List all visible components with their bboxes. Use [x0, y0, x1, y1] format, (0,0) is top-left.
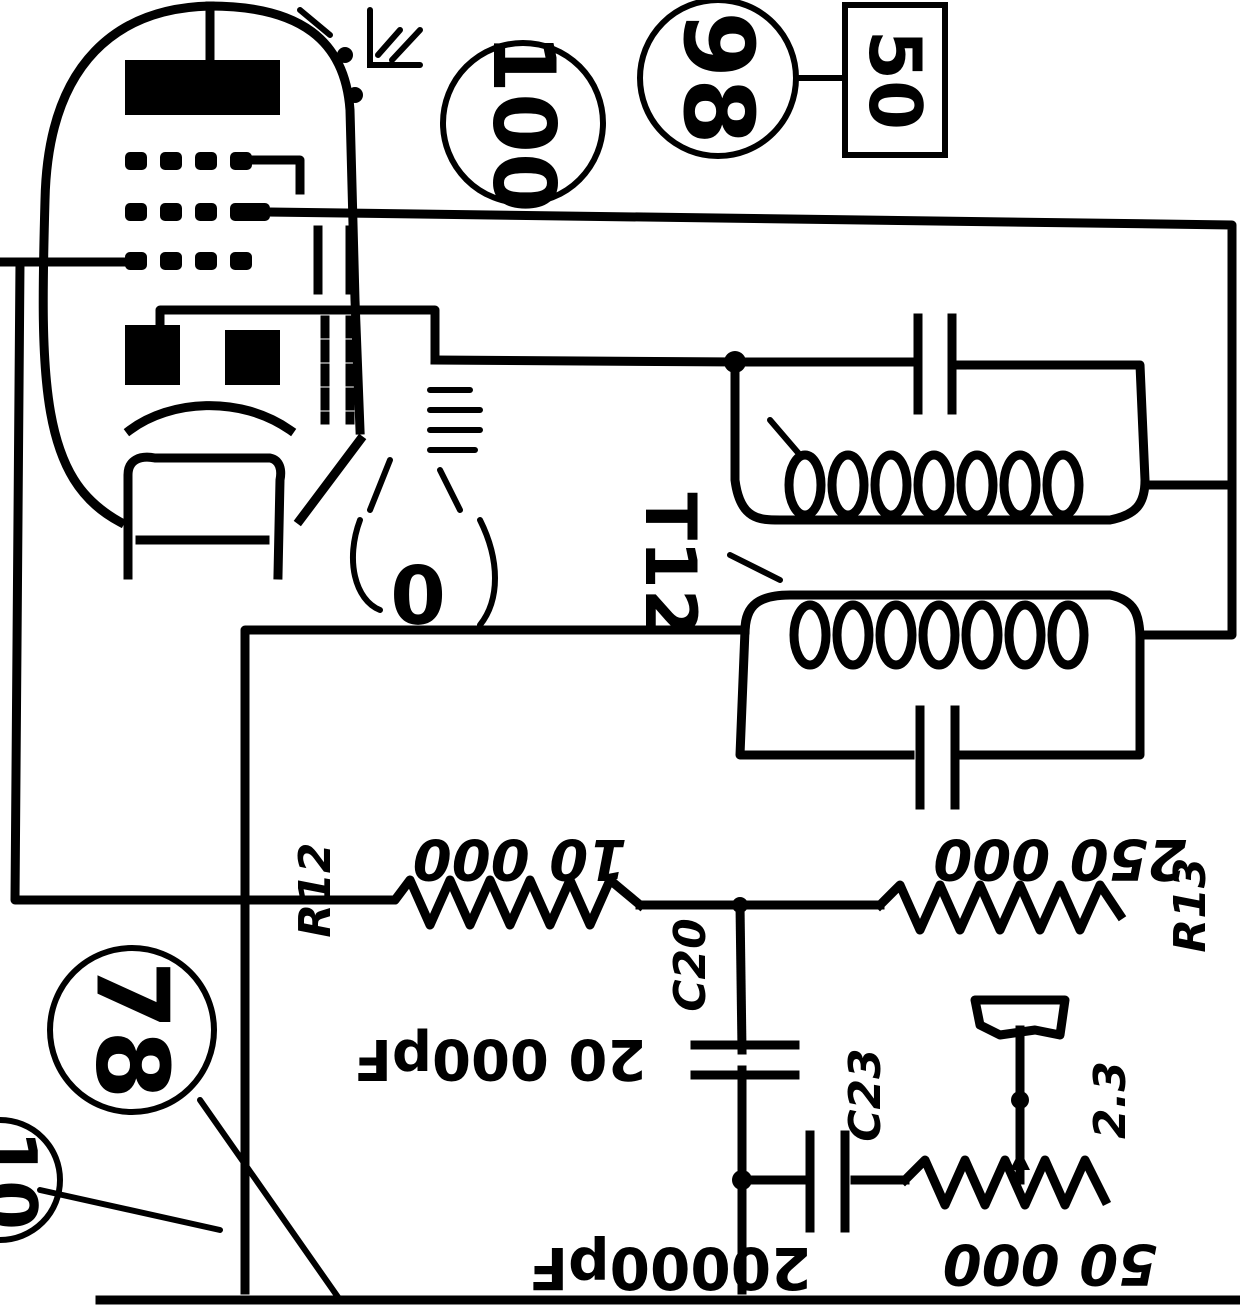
- socket-label: 0: [390, 546, 446, 639]
- socket-pin: 0: [350, 387, 498, 639]
- ref-78-label: 78: [74, 960, 191, 1099]
- upper-tuned-circuit: [730, 313, 1150, 525]
- capacitor-c20: [690, 1040, 800, 1080]
- value-50-label: 50: [853, 30, 937, 130]
- junction-dots: [337, 47, 752, 1190]
- tube-grid-2: [125, 203, 270, 221]
- r13-value-label: 250 000: [933, 826, 1186, 891]
- potentiometer: [898, 1091, 1112, 1210]
- c23-name-label: C23: [840, 1048, 891, 1142]
- transformer-label: T12: [629, 492, 711, 637]
- tube-grid-1: [125, 152, 305, 195]
- ref-10x-label: 10: [0, 1130, 52, 1230]
- tube-number-badge: 100: [440, 33, 606, 213]
- lamp-symbol: [970, 995, 1070, 1040]
- r12-value-label: 10 000: [413, 826, 627, 891]
- upper-coil: [784, 450, 1084, 520]
- ref-10x-badge: 10: [0, 1117, 63, 1243]
- resistor-r13: [873, 880, 1127, 935]
- vacuum-tube: [38, 1, 440, 580]
- capacitor-c23: [805, 1130, 850, 1233]
- ref-98-label: 98: [662, 11, 774, 145]
- ref-98-badge: 98: [637, 0, 848, 159]
- r13-name-label: R13: [1165, 857, 1216, 952]
- lower-coil: [789, 600, 1089, 670]
- pot-value-label: 50 000: [943, 1231, 1157, 1296]
- tube-grid-3: [125, 252, 252, 270]
- c23-value-label: 20000pF: [529, 1234, 812, 1302]
- ref-78-badge: 78: [47, 945, 217, 1115]
- lower-tuned-circuit: [727, 552, 1145, 810]
- c20-value-label: 20 000pF: [354, 1026, 647, 1091]
- value-50-box: 50: [842, 2, 948, 158]
- r12-name-label: R12: [290, 842, 341, 937]
- c20-name-label: C20: [665, 918, 716, 1012]
- resistor-r12: [265, 875, 647, 930]
- tube-number-label: 100: [473, 33, 573, 213]
- circuit-wiring: [0, 207, 1240, 1305]
- pot-ref-label: 2.3: [1085, 1061, 1136, 1139]
